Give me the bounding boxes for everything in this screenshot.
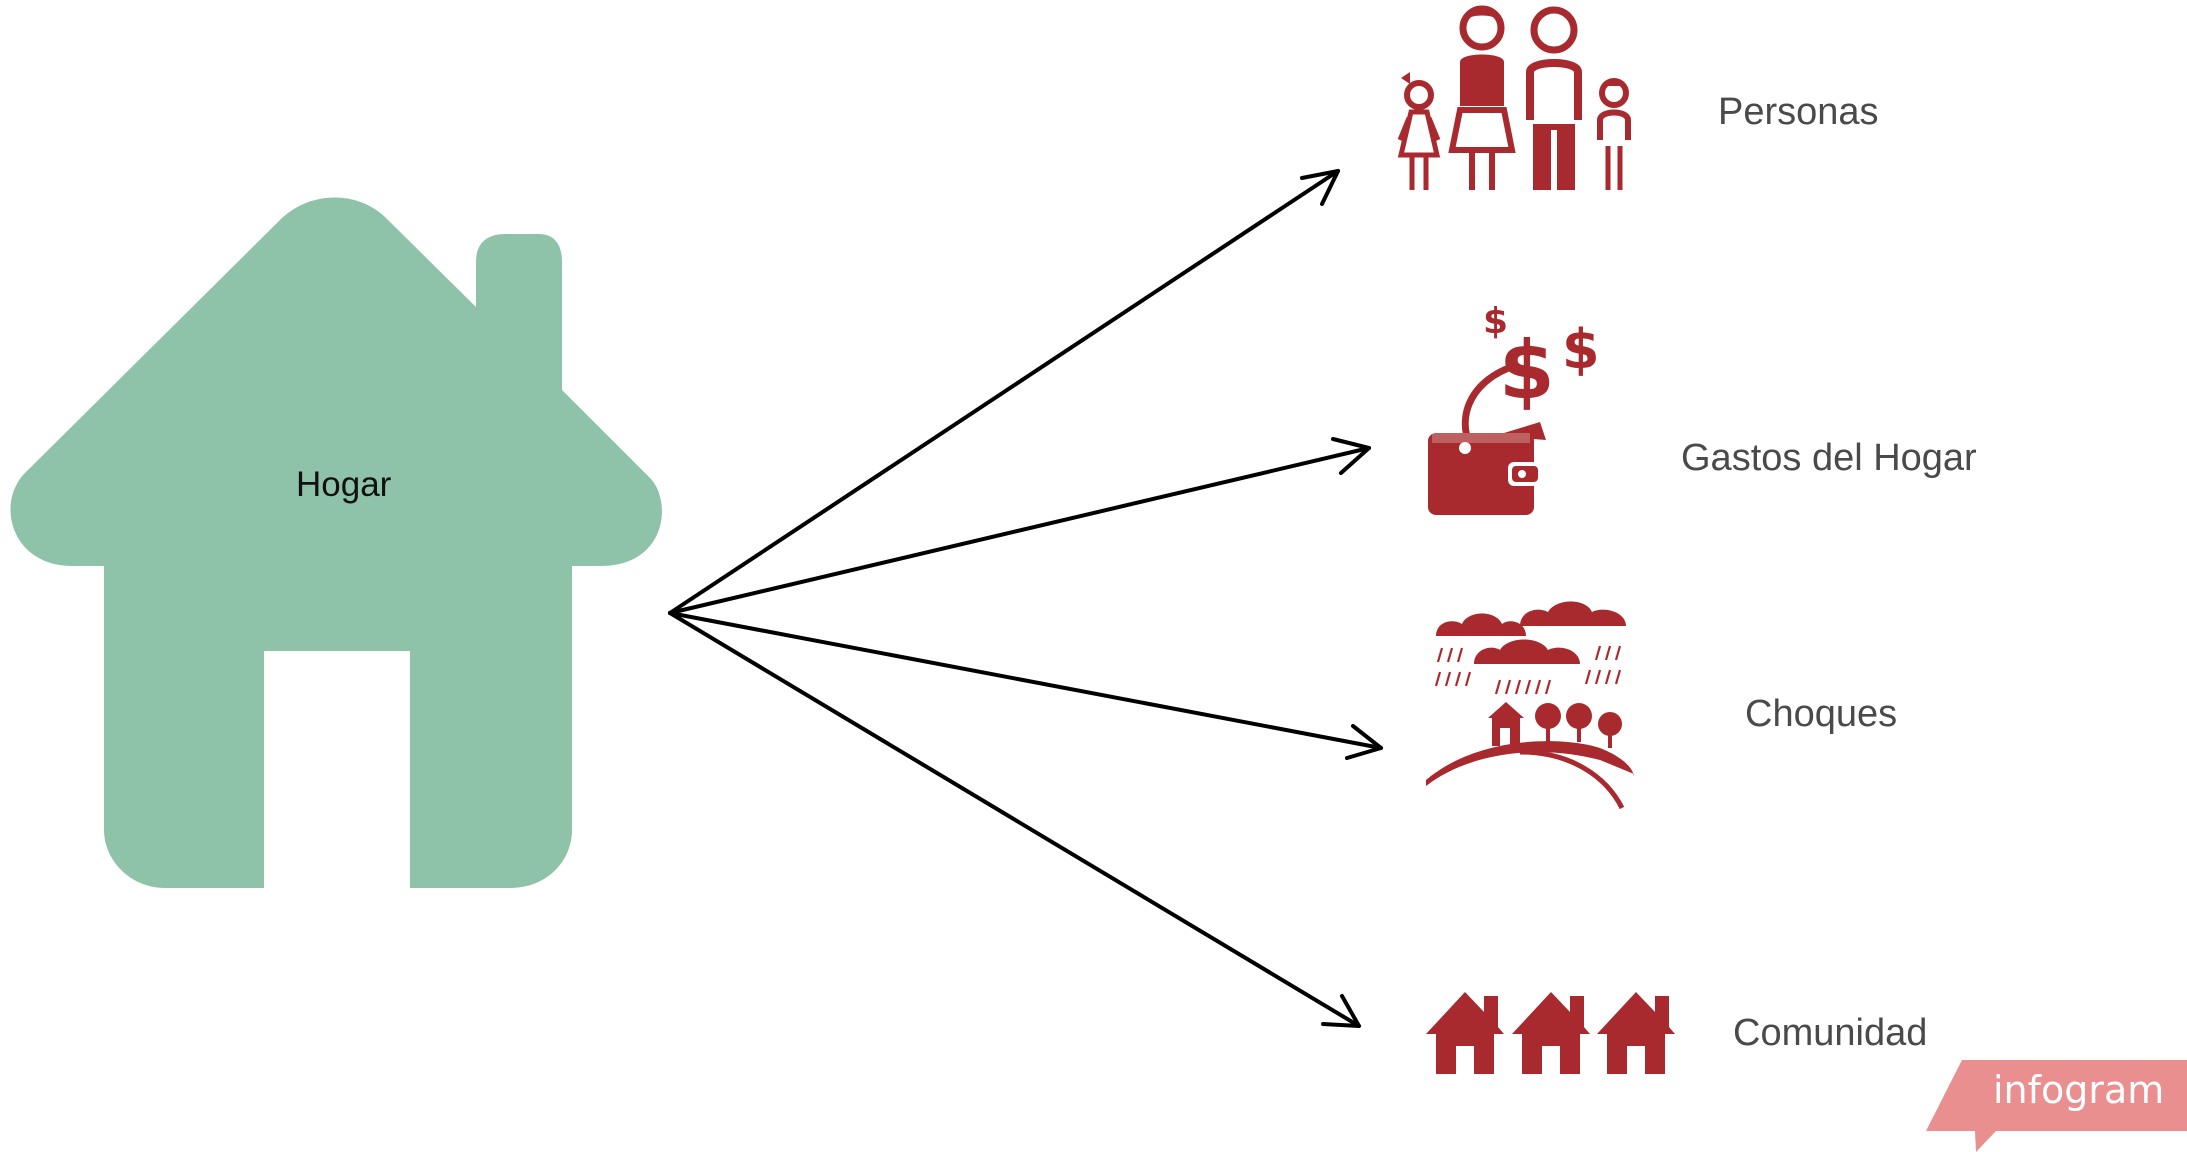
arrow-to-gastos — [668, 437, 1371, 615]
house-label: Hogar — [296, 465, 392, 504]
brand-badge-shape — [1926, 1060, 2187, 1152]
svg-text:$: $ — [1483, 301, 1508, 342]
connector-arrows — [668, 169, 1383, 1028]
house-icon — [10, 197, 662, 888]
arrow-to-personas — [668, 169, 1340, 615]
node-label-choques: Choques — [1745, 693, 1898, 735]
infogram-logo[interactable]: infogram — [1993, 1068, 2165, 1112]
node-label-personas: Personas — [1718, 91, 1879, 133]
node-label-comunidad: Comunidad — [1733, 1012, 1928, 1054]
storm-landscape-icon — [1426, 601, 1634, 810]
arrow-to-choques — [668, 611, 1383, 760]
svg-text:$: $ — [1562, 318, 1600, 381]
houses-icon — [1426, 992, 1675, 1074]
node-label-gastos-del-hogar: Gastos del Hogar — [1681, 437, 1977, 479]
wallet-money-icon: $ $ $ — [1428, 301, 1600, 515]
arrow-to-comunidad — [668, 611, 1361, 1028]
family-icon — [1397, 5, 1631, 190]
